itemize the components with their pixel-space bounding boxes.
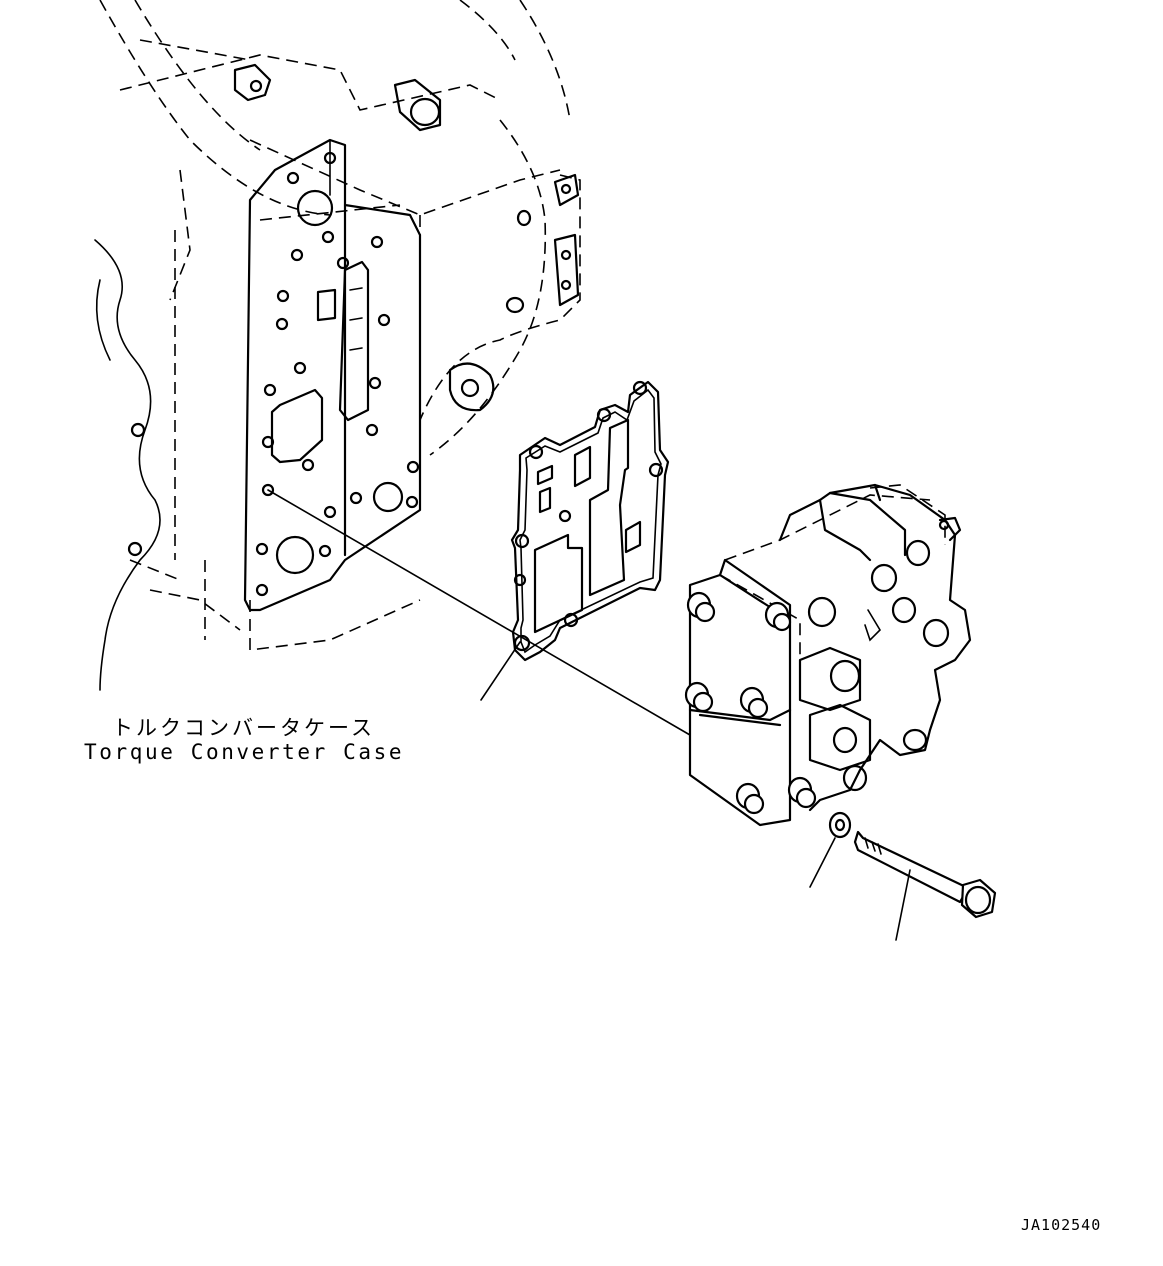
gasket-leader-line: [480, 641, 521, 701]
torque-converter-case: [94, 0, 581, 691]
washer: [828, 811, 852, 839]
assembly-line: [267, 489, 691, 736]
bolt-leader-line: [895, 869, 911, 941]
case-label-japanese: トルクコンバータケース: [112, 716, 375, 740]
washer-leader-line: [809, 837, 836, 888]
valve: [684, 483, 972, 827]
case-label-english: Torque Converter Case: [84, 740, 405, 764]
bolt: [853, 830, 997, 919]
gasket: [510, 380, 670, 662]
drawing-number: JA102540: [1021, 1216, 1102, 1234]
